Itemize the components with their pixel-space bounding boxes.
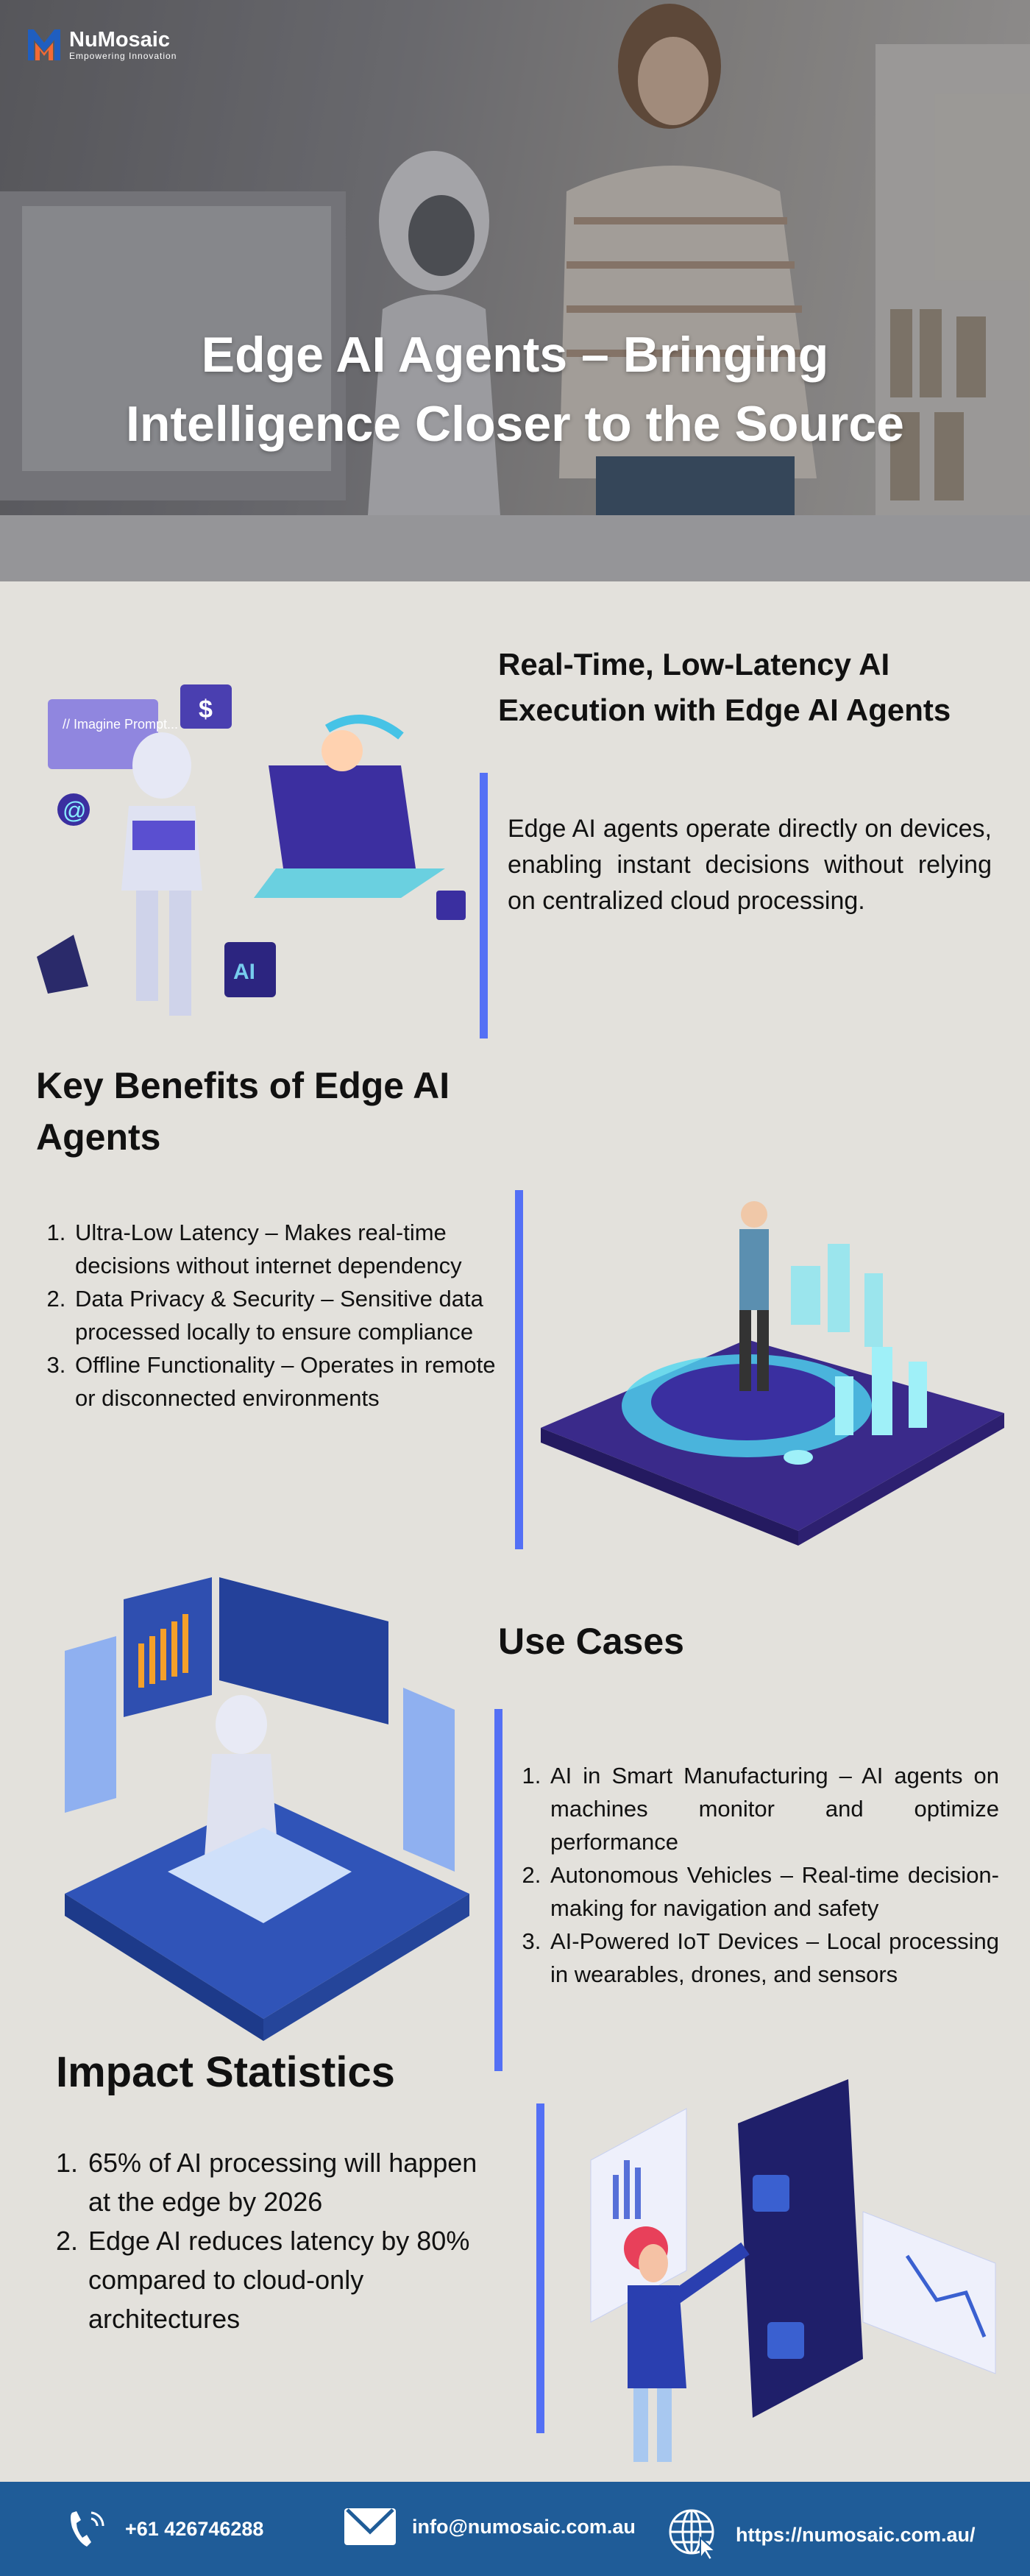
- footer-email[interactable]: info@numosaic.com.au: [344, 2508, 636, 2545]
- phone-icon: [71, 2511, 104, 2547]
- list-item: AI-Powered IoT Devices – Local processin…: [547, 1925, 999, 1991]
- accent-bar: [536, 2103, 544, 2433]
- globe-cursor-icon: [669, 2509, 717, 2561]
- footer-phone[interactable]: +61 426746288: [68, 2508, 263, 2550]
- list-item: Edge AI reduces latency by 80% compared …: [85, 2221, 494, 2338]
- list-item: Offline Functionality – Operates in remo…: [72, 1348, 511, 1415]
- email-link[interactable]: info@numosaic.com.au: [412, 2515, 636, 2538]
- robot-laptop-illustration: // Imagine Prompt... $ @ AI: [37, 684, 466, 1016]
- page-title: Edge AI Agents – Bringing Intelligence C…: [125, 327, 905, 452]
- impact-list: 65% of AI processing will happen at the …: [53, 2143, 494, 2338]
- list-item: Ultra-Low Latency – Makes real-time deci…: [72, 1216, 511, 1282]
- illustration-label: // Imagine Prompt...: [63, 717, 178, 732]
- brand-logo: NuMosaic Empowering Innovation: [26, 28, 177, 62]
- accent-bar: [480, 773, 488, 1038]
- section1-title: Real-Time, Low-Latency AI Execution with…: [498, 647, 951, 727]
- vr-platform-illustration: [541, 1201, 1004, 1546]
- svg-text:$: $: [199, 696, 213, 723]
- impact-title: Impact Statistics: [56, 2048, 395, 2096]
- footer-website[interactable]: https://numosaic.com.au/: [668, 2508, 976, 2561]
- phone-number: +61 426746288: [125, 2517, 264, 2540]
- hero-banner: NuMosaic Empowering Innovation Edge AI A…: [0, 0, 1030, 581]
- use-cases-title: Use Cases: [498, 1621, 684, 1662]
- ai-dashboard-illustration: [65, 1577, 469, 2041]
- use-cases-list: AI in Smart Manufacturing – AI agents on…: [515, 1759, 999, 1991]
- list-item: Autonomous Vehicles – Real-time decision…: [547, 1858, 999, 1925]
- brand-name: NuMosaic: [69, 28, 170, 52]
- svg-text:AI: AI: [233, 960, 255, 984]
- accent-bar: [515, 1190, 523, 1549]
- website-link[interactable]: https://numosaic.com.au/: [736, 2523, 976, 2546]
- hero-photo: [0, 4, 1030, 581]
- benefits-list: Ultra-Low Latency – Makes real-time deci…: [40, 1216, 511, 1415]
- section1-body: Edge AI agents operate directly on devic…: [508, 815, 992, 915]
- list-item: AI in Smart Manufacturing – AI agents on…: [547, 1759, 999, 1858]
- contact-footer: +61 426746288 info@numosaic.com.au https…: [0, 2482, 1030, 2576]
- list-item: 65% of AI processing will happen at the …: [85, 2143, 494, 2221]
- mail-icon: [344, 2508, 396, 2545]
- woman-dashboard-illustration: [590, 2079, 996, 2462]
- accent-bar: [494, 1709, 502, 2071]
- brand-tagline: Empowering Innovation: [69, 51, 177, 61]
- numosaic-logo-icon: [28, 29, 60, 60]
- svg-text:@: @: [63, 797, 86, 824]
- benefits-title: Key Benefits of Edge AI Agents: [36, 1065, 450, 1158]
- list-item: Data Privacy & Security – Sensitive data…: [72, 1282, 511, 1348]
